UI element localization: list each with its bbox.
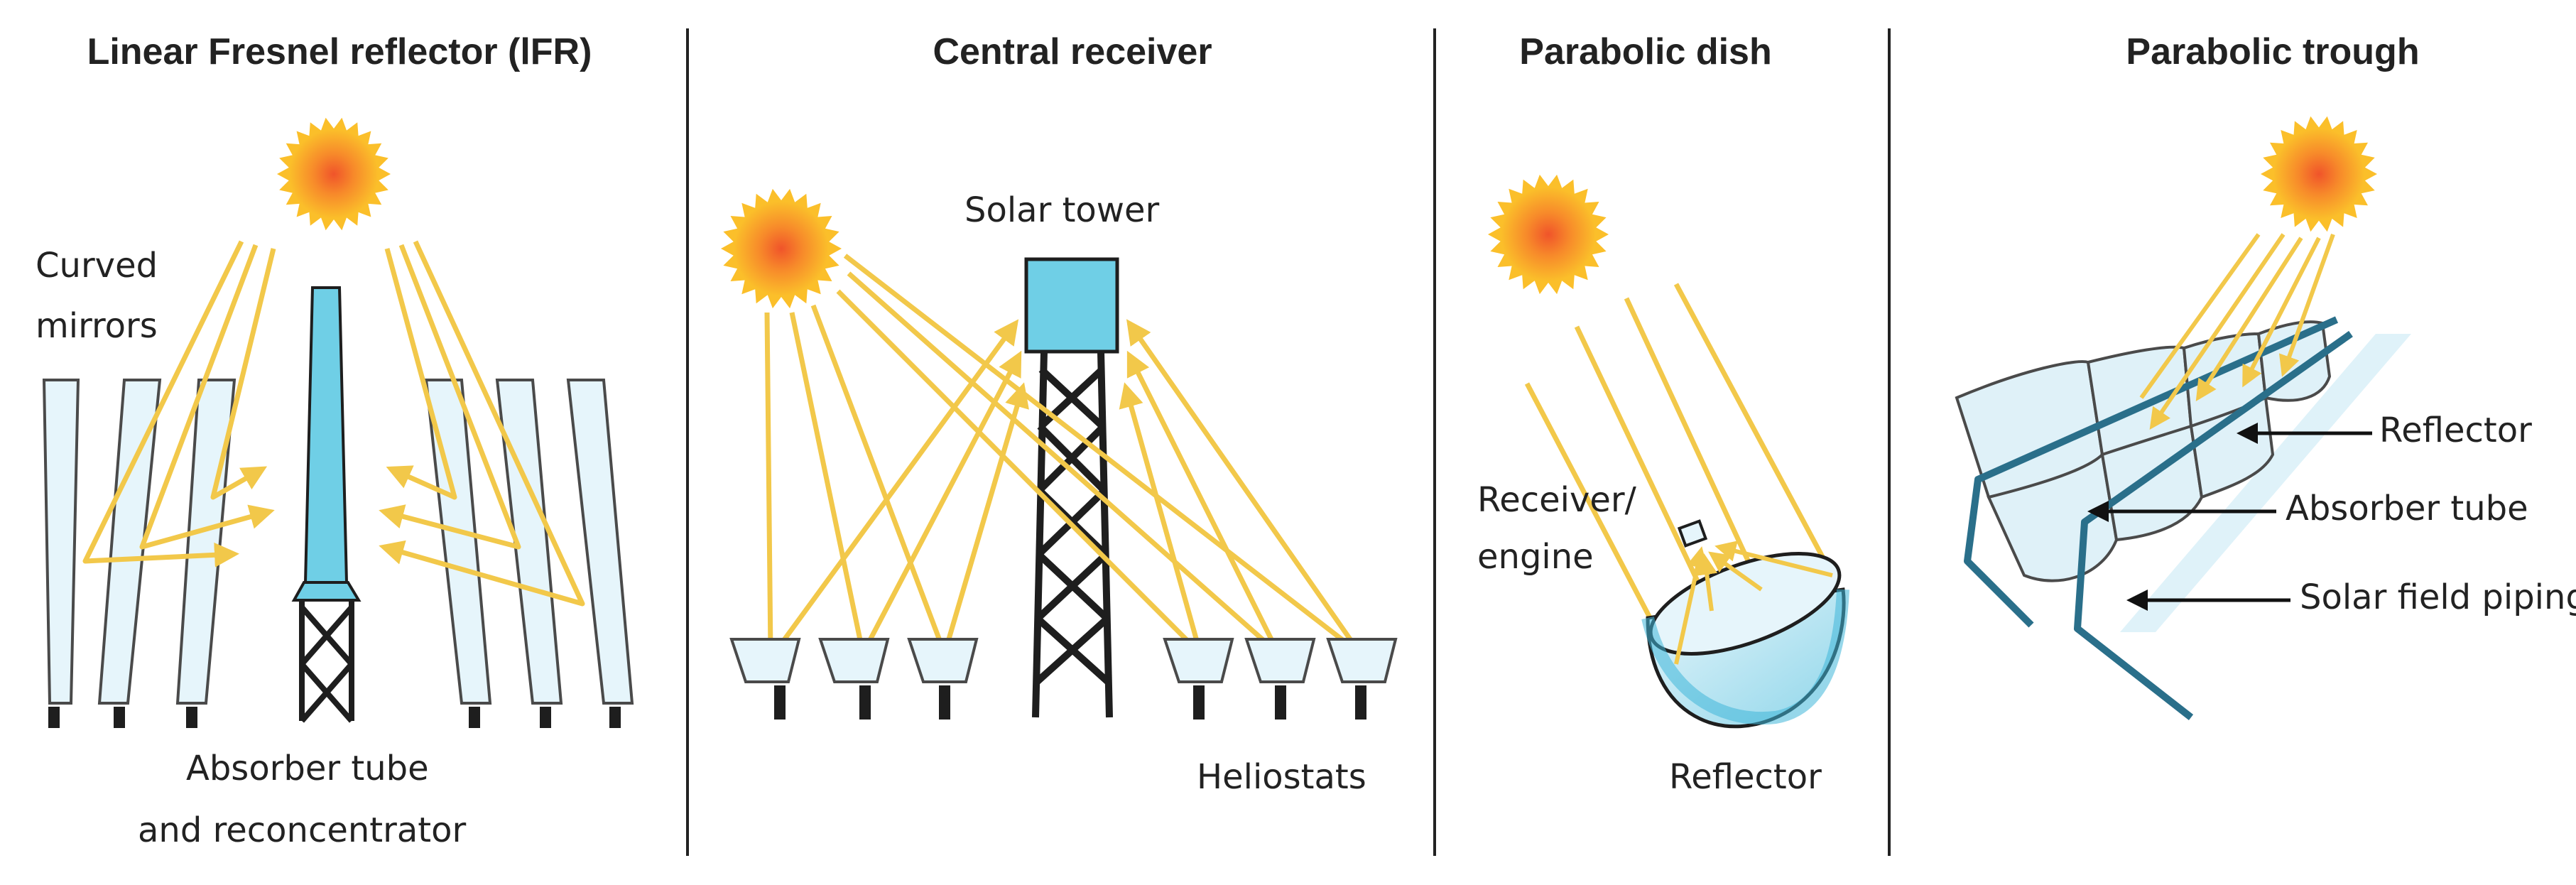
tower-icon	[1024, 257, 1119, 718]
panel-central-receiver: Central receiver Solar tower	[721, 31, 1398, 797]
curved-mirrors-right	[424, 379, 634, 705]
mirror-posts	[48, 707, 621, 728]
sun-core	[2273, 128, 2365, 220]
label-receiver-line2: engine	[1477, 537, 1594, 577]
panel-title-central: Central receiver	[933, 31, 1212, 72]
sun-icon	[1488, 174, 1609, 295]
sun-icon	[721, 188, 842, 309]
label-trough-piping: Solar field piping	[2300, 577, 2576, 617]
panel-linear-fresnel: Linear Fresnel reflector (lFR) Curved mi…	[36, 31, 634, 850]
heliostat-posts	[774, 685, 1366, 720]
label-absorber-line2: and reconcentrator	[138, 810, 466, 850]
panel-title-dish: Parabolic dish	[1519, 31, 1771, 72]
absorber-tube-reconcentrator	[291, 286, 362, 723]
dish-icon	[1641, 519, 1849, 729]
dish-rays-reflect	[1674, 541, 1833, 665]
label-solar-tower: Solar tower	[964, 190, 1160, 230]
label-curved-mirrors-2: mirrors	[36, 306, 158, 346]
sun-icon	[277, 117, 391, 231]
trough-callouts	[2087, 423, 2372, 611]
sun-icon	[2261, 116, 2377, 232]
panel-parabolic-trough: Parabolic trough	[1955, 31, 2576, 720]
trough-rays	[2139, 233, 2335, 430]
label-curved-mirrors-1: Curved	[36, 246, 158, 286]
label-trough-absorber: Absorber tube	[2286, 489, 2528, 528]
sun-core	[289, 129, 379, 219]
solar-field-piping	[1964, 316, 2353, 720]
label-trough-reflector: Reflector	[2379, 411, 2532, 450]
label-absorber-line1: Absorber tube	[186, 749, 429, 788]
trough-ground	[2120, 334, 2411, 632]
heliostat-icon	[729, 638, 1398, 683]
sun-core	[1501, 187, 1596, 282]
sun-core	[734, 201, 829, 296]
label-receiver-line1: Receiver/	[1477, 480, 1637, 520]
curved-mirrors-left	[42, 379, 237, 705]
panel-title-lfr: Linear Fresnel reflector (lFR)	[87, 31, 592, 72]
panel-title-trough: Parabolic trough	[2126, 31, 2419, 72]
label-dish-reflector: Reflector	[1669, 757, 1822, 797]
lfr-rays	[82, 240, 585, 607]
panel-parabolic-dish: Parabolic dish Receiver/ engine Reflecto…	[1477, 31, 1849, 797]
label-heliostats: Heliostats	[1197, 757, 1366, 797]
central-rays	[764, 254, 1362, 656]
trough-icon	[1955, 320, 2332, 582]
